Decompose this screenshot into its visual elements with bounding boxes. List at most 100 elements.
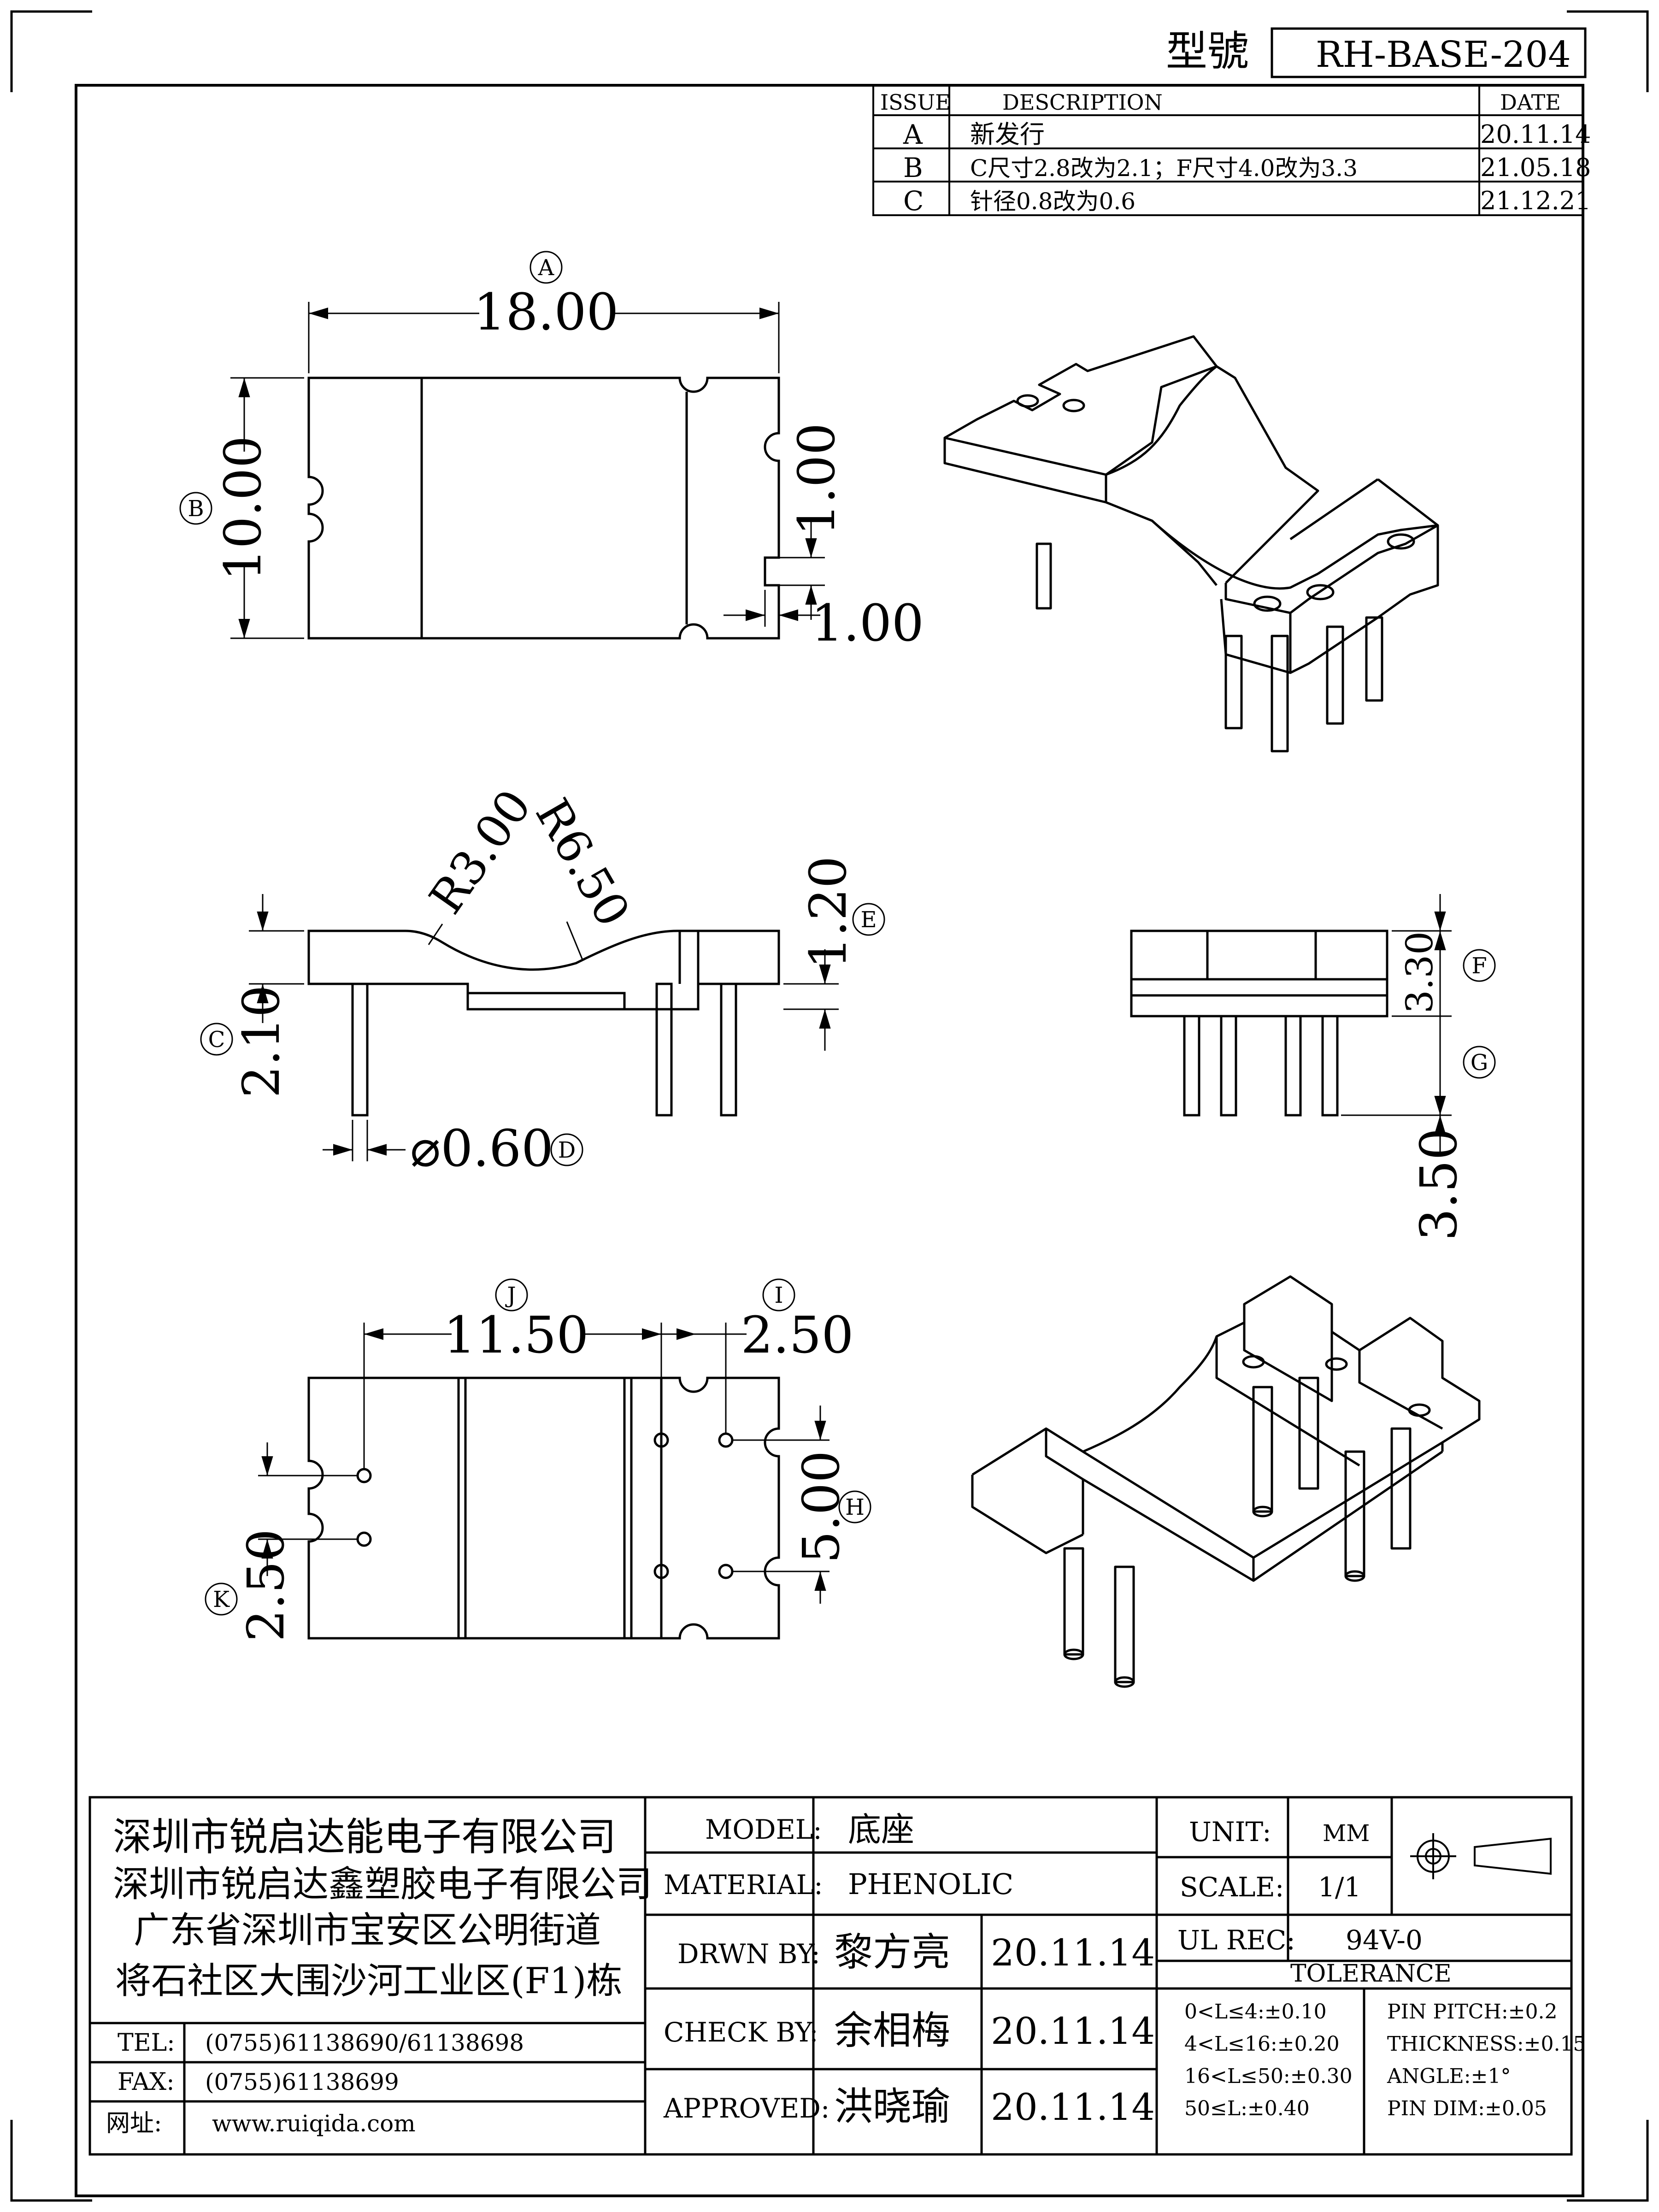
dim-slot-width: 1.00 bbox=[811, 594, 924, 653]
tol-right-4: PIN DIM:±0.05 bbox=[1387, 2097, 1547, 2120]
sheet-corner-marks bbox=[10, 10, 1649, 2202]
dim-k-marker: K bbox=[213, 1587, 230, 1612]
company-line-3: 广东省深圳市宝安区公明街道 bbox=[134, 1910, 601, 1951]
web-value: www.ruiqida.com bbox=[212, 2110, 416, 2137]
dim-g-value: 3.50 bbox=[1409, 1128, 1468, 1241]
tel-value: (0755)61138690/61138698 bbox=[205, 2030, 524, 2056]
dim-k-value: 2.50 bbox=[236, 1529, 295, 1642]
rev-desc-a: 新发行 bbox=[970, 120, 1045, 149]
company-line-1: 深圳市锐启达能电子有限公司 bbox=[113, 1814, 616, 1859]
dim-g-marker: G bbox=[1471, 1050, 1488, 1076]
company-info: 深圳市锐启达能电子有限公司 深圳市锐启达鑫塑胶电子有限公司 广东省深圳市宝安区公… bbox=[106, 1814, 652, 2137]
rev-date-b: 21.05.18 bbox=[1480, 153, 1591, 182]
drawn-date: 20.11.14 bbox=[991, 1931, 1155, 1974]
approved-date: 20.11.14 bbox=[991, 2086, 1155, 2129]
dim-h-value: 5.00 bbox=[792, 1451, 851, 1564]
dim-a-marker: A bbox=[538, 255, 555, 281]
dim-f-value: 3.30 bbox=[1398, 931, 1441, 1013]
dim-b-value: 10.00 bbox=[213, 436, 272, 581]
dim-slot-height: 1.00 bbox=[787, 423, 846, 536]
dim-j-marker: J bbox=[505, 1282, 516, 1308]
bottom-view-outline bbox=[307, 1377, 780, 1640]
dim-d-marker: D bbox=[558, 1137, 576, 1163]
rev-col-description: DESCRIPTION bbox=[1002, 90, 1163, 115]
front-view-outline bbox=[1130, 930, 1388, 1117]
dim-a-value: 18.00 bbox=[474, 282, 619, 341]
check-date: 20.11.14 bbox=[991, 2010, 1155, 2053]
dim-f-marker: F bbox=[1471, 953, 1487, 979]
model-header: 型號 RH-BASE-204 bbox=[1166, 27, 1587, 78]
bottom-view-labels: J 11.50 I 2.50 5.00 H K 2.50 bbox=[205, 1278, 871, 1642]
material-label: MATERIAL: bbox=[664, 1869, 823, 1900]
dim-e-marker: E bbox=[860, 907, 877, 933]
tol-left-2: 4<L≤16:±0.20 bbox=[1184, 2032, 1340, 2056]
revision-table bbox=[872, 84, 1584, 216]
dim-c-marker: C bbox=[208, 1027, 225, 1053]
check-by-label: CHECK BY: bbox=[664, 2017, 818, 2048]
web-label: 网址: bbox=[106, 2110, 162, 2137]
rev-issue-a: A bbox=[903, 119, 923, 150]
title-block-text: MODEL: 底座 MATERIAL: PHENOLIC DRWN BY: 黎方… bbox=[663, 1810, 1586, 2129]
ul-rec-value: 94V-0 bbox=[1346, 1924, 1423, 1956]
model-value: 底座 bbox=[848, 1810, 914, 1849]
rev-desc-b: C尺寸2.8改为2.1；F尺寸4.0改为3.3 bbox=[970, 155, 1358, 182]
tol-left-4: 50≤L:±0.40 bbox=[1184, 2097, 1310, 2120]
ul-rec-label: UL REC: bbox=[1177, 1924, 1295, 1956]
model-number-value: RH-BASE-204 bbox=[1316, 34, 1571, 76]
rev-date-c: 21.12.21 bbox=[1480, 186, 1591, 215]
front-view-labels: 3.30 F G 3.50 bbox=[1398, 931, 1496, 1241]
model-label: MODEL: bbox=[705, 1814, 822, 1845]
projection-symbol-icon bbox=[1410, 1833, 1552, 1879]
iso-view-bottom bbox=[971, 1275, 1481, 1688]
rev-desc-c: 针径0.8改为0.6 bbox=[970, 188, 1135, 215]
tolerance-label: TOLERANCE bbox=[1290, 1960, 1452, 1988]
drawn-by-value: 黎方亮 bbox=[834, 1930, 950, 1975]
scale-value: 1/1 bbox=[1318, 1871, 1361, 1903]
tel-label: TEL: bbox=[118, 2029, 175, 2057]
check-by-value: 余相梅 bbox=[834, 2008, 950, 2053]
dim-h-marker: H bbox=[845, 1494, 865, 1520]
approved-value: 洪晓瑜 bbox=[834, 2084, 950, 2129]
top-view-outline bbox=[307, 377, 780, 640]
drawn-by-label: DRWN BY: bbox=[677, 1938, 820, 1970]
dim-e-value: 1.20 bbox=[799, 856, 858, 969]
rev-issue-c: C bbox=[903, 185, 924, 217]
side-view-dims bbox=[249, 894, 839, 1161]
dim-i-value: 2.50 bbox=[741, 1306, 854, 1365]
tol-right-3: ANGLE:±1° bbox=[1387, 2065, 1511, 2088]
dim-r2-value: R6.50 bbox=[525, 790, 640, 936]
rev-date-a: 20.11.14 bbox=[1480, 120, 1591, 149]
rev-issue-b: B bbox=[903, 152, 923, 183]
front-view-dims bbox=[1341, 894, 1452, 1152]
tol-right-1: PIN PITCH:±0.2 bbox=[1387, 2000, 1558, 2024]
side-view-labels: R3.00 R6.50 C 2.10 ⌀0.60 D 1.20 E bbox=[200, 780, 885, 1178]
dim-b-marker: B bbox=[188, 496, 204, 522]
drawing-border bbox=[75, 84, 1584, 2197]
unit-value: MM bbox=[1323, 1820, 1370, 1847]
scale-label: SCALE: bbox=[1180, 1871, 1284, 1903]
tol-left-3: 16<L≤50:±0.30 bbox=[1184, 2065, 1353, 2088]
company-line-2: 深圳市锐启达鑫塑胶电子有限公司 bbox=[113, 1864, 652, 1905]
top-view-dims bbox=[230, 302, 825, 639]
side-view-outline bbox=[307, 930, 780, 1117]
rev-col-date: DATE bbox=[1500, 90, 1561, 115]
rev-col-issue: ISSUE bbox=[880, 90, 951, 115]
revision-table-text: ISSUE DESCRIPTION DATE A 新发行 20.11.14 B … bbox=[880, 90, 1591, 217]
fax-label: FAX: bbox=[118, 2068, 175, 2096]
dim-i-marker: I bbox=[775, 1282, 783, 1308]
fax-value: (0755)61138699 bbox=[205, 2069, 399, 2095]
tol-right-2: THICKNESS:±0.15 bbox=[1387, 2032, 1586, 2056]
iso-view-top bbox=[943, 335, 1439, 753]
approved-label: APPROVED: bbox=[663, 2093, 830, 2124]
dim-d-value: ⌀0.60 bbox=[410, 1119, 553, 1178]
material-value: PHENOLIC bbox=[848, 1867, 1013, 1901]
bottom-view-dims bbox=[258, 1323, 830, 1604]
tol-left-1: 0<L≤4:±0.10 bbox=[1184, 2000, 1327, 2024]
unit-label: UNIT: bbox=[1189, 1816, 1271, 1847]
title-block-frame bbox=[88, 1796, 1573, 2156]
company-line-4: 将石社区大围沙河工业区(F1)栋 bbox=[115, 1960, 623, 2002]
dim-j-value: 11.50 bbox=[444, 1306, 589, 1365]
model-number-label: 型號 bbox=[1166, 27, 1249, 76]
dim-r1-value: R3.00 bbox=[419, 780, 542, 924]
